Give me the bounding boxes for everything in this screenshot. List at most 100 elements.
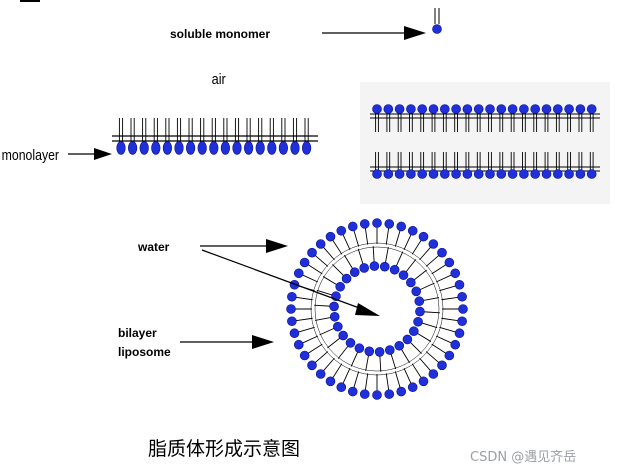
lipid-molecule [383, 152, 394, 179]
outer-lipid [431, 343, 455, 361]
outer-lipid [299, 257, 323, 275]
outer-lipid [359, 373, 370, 399]
lipid-molecule [485, 152, 495, 179]
lipid-tail-icon [404, 259, 417, 274]
lipid-molecule [552, 104, 563, 132]
lipid-molecule [278, 118, 289, 155]
liposome-vesicle [286, 218, 468, 400]
outer-lipid [419, 357, 439, 379]
lipid-molecule [220, 118, 230, 155]
outer-lipid [372, 374, 382, 400]
lipid-head-icon [359, 219, 370, 229]
lipid-tail-icon [418, 282, 435, 291]
lipid-molecule [575, 104, 586, 132]
lipid-head-icon [394, 104, 405, 114]
lipid-tail-icon [307, 264, 323, 275]
monolayer-label: monolayer [2, 147, 60, 163]
lipid-head-icon [417, 169, 428, 179]
lipid-head-icon [496, 169, 507, 179]
lipid-head-icon [385, 345, 395, 355]
lipid-head-icon [307, 247, 317, 258]
lipid-head-icon [458, 304, 468, 314]
lipid-head-icon [473, 104, 484, 114]
lipid-head-icon [473, 169, 484, 179]
lipid-head-icon [151, 141, 161, 155]
lipid-tail-icon [332, 239, 343, 255]
lipid-head-icon [315, 239, 326, 249]
lipid-head-icon [364, 346, 375, 357]
lipid-tail-icon [357, 248, 364, 266]
lipid-tail-icon [353, 230, 360, 247]
lipid-head-icon [530, 104, 541, 114]
lipid-head-icon [485, 104, 495, 114]
lipid-head-icon [575, 104, 586, 114]
lipid-head-icon [575, 169, 586, 179]
lipid-tail-icon [400, 348, 410, 364]
lipid-molecule [541, 152, 552, 179]
lipid-molecule [530, 104, 541, 132]
lipid-head-icon [428, 169, 439, 179]
outer-lipid [403, 225, 418, 251]
lipid-head-icon [530, 169, 541, 179]
lipid-molecule [485, 104, 495, 132]
lipid-molecule [496, 104, 507, 132]
lipid-head-icon [457, 316, 467, 327]
lipid-molecule [439, 152, 450, 179]
outer-lipid [307, 247, 329, 267]
outer-lipid [411, 231, 429, 255]
outer-lipid [325, 363, 343, 387]
inner-lipid [350, 343, 365, 367]
outer-lipid [435, 268, 461, 283]
lipid-head-icon [407, 382, 418, 393]
inner-lipid [374, 347, 385, 372]
lipid-head-icon [507, 104, 518, 114]
lipid-head-icon [232, 141, 242, 155]
lipid-head-icon [329, 311, 340, 322]
lipid-tail-icon [372, 246, 375, 264]
lipid-tail-icon [384, 246, 389, 264]
lipid-tail-icon [422, 297, 440, 302]
lipid-head-icon [383, 169, 394, 179]
lipid-head-icon [462, 104, 473, 114]
outer-lipid [293, 268, 319, 283]
lipid-head-icon [186, 141, 196, 155]
lipid-head-icon [244, 141, 254, 155]
water-label: water [137, 240, 170, 254]
lipid-head-icon [372, 104, 382, 114]
lipid-tail-icon [403, 367, 412, 384]
lipid-head-icon [507, 169, 518, 179]
lipid-tail-icon [439, 326, 456, 333]
air-label: air [212, 70, 226, 87]
lipid-molecule [244, 118, 254, 155]
lipid-tail-icon [314, 254, 329, 267]
inner-lipid [379, 246, 390, 272]
lipid-tail-icon [327, 337, 342, 349]
inner-lipid [414, 296, 440, 307]
lipid-molecule [428, 152, 439, 179]
outer-lipid [425, 351, 447, 371]
lipid-head-icon [383, 104, 394, 114]
lipid-head-icon [406, 169, 416, 179]
lipid-head-icon [336, 225, 347, 236]
lipid-head-icon [374, 347, 385, 357]
lipid-tail-icon [385, 227, 390, 245]
lipid-head-icon [349, 267, 360, 278]
inner-lipid [332, 264, 352, 284]
lipid-head-icon [287, 291, 297, 302]
lipid-head-icon [325, 231, 336, 242]
lipid-molecule [128, 118, 138, 155]
liposome-label: liposome [118, 345, 171, 359]
lipid-molecule [116, 118, 126, 155]
lipid-head-icon [541, 169, 552, 179]
monolayer-at-air-water-interface [112, 118, 318, 155]
lipid-tail-icon [411, 239, 422, 255]
lipid-tail-icon [332, 264, 345, 277]
lipid-head-icon [369, 261, 380, 271]
lipid-head-icon [398, 270, 409, 280]
lipid-head-icon [439, 169, 450, 179]
lipid-head-icon [354, 343, 365, 354]
lipid-head-icon [564, 104, 574, 114]
lipid-tail-icon [394, 230, 401, 247]
lipid-head-icon [325, 376, 336, 387]
lipid-molecule [406, 152, 416, 179]
